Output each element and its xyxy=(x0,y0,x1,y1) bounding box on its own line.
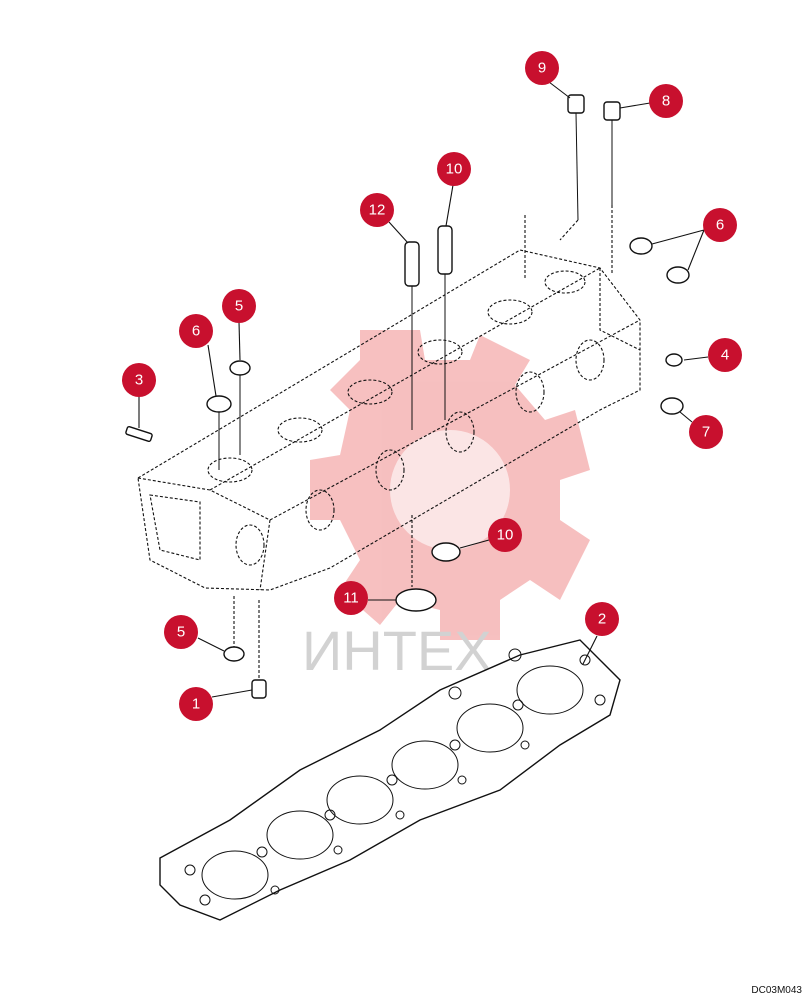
svg-text:6: 6 xyxy=(716,217,724,234)
callout-7: 7 xyxy=(689,415,723,449)
svg-text:1: 1 xyxy=(192,696,200,713)
svg-text:5: 5 xyxy=(235,298,243,315)
seal-11 xyxy=(395,515,437,612)
svg-text:5: 5 xyxy=(177,624,185,641)
stud-3 xyxy=(125,425,153,443)
svg-text:3: 3 xyxy=(135,372,143,389)
bolt-8 xyxy=(603,101,621,275)
dowel-1 xyxy=(251,600,267,699)
callout-9: 9 xyxy=(525,51,559,85)
callout-4: 4 xyxy=(708,338,742,372)
svg-text:10: 10 xyxy=(446,161,463,178)
callout-10-bottom: 10 xyxy=(488,518,522,552)
washer-6-left xyxy=(206,395,232,470)
callout-5-bottom: 5 xyxy=(164,615,198,649)
svg-text:10: 10 xyxy=(497,527,514,544)
pipe-10 xyxy=(437,225,453,420)
seal-10-lower xyxy=(431,542,461,562)
callout-10-top: 10 xyxy=(437,152,471,186)
pipe-12 xyxy=(404,241,420,430)
svg-text:12: 12 xyxy=(369,202,386,219)
cylinder-head xyxy=(137,249,641,591)
drawing-code: DC03M043 xyxy=(751,985,802,996)
head-gasket xyxy=(159,639,621,921)
callout-6-left: 6 xyxy=(179,314,213,348)
callout-5-top: 5 xyxy=(222,289,256,323)
washer-6-right xyxy=(629,237,690,284)
washer-7 xyxy=(660,397,684,415)
svg-text:2: 2 xyxy=(598,611,606,628)
callout-8: 8 xyxy=(649,84,683,118)
watermark-gear-logo xyxy=(310,330,590,640)
callout-2: 2 xyxy=(585,602,619,636)
callout-3: 3 xyxy=(122,363,156,397)
svg-text:9: 9 xyxy=(538,60,546,77)
svg-text:7: 7 xyxy=(702,424,710,441)
washer-5-bottom xyxy=(223,596,245,662)
svg-text:4: 4 xyxy=(721,347,729,364)
callout-1: 1 xyxy=(179,687,213,721)
bolt-9 xyxy=(524,94,585,280)
callout-12: 12 xyxy=(360,193,394,227)
washer-5-top xyxy=(229,360,251,455)
svg-text:11: 11 xyxy=(343,590,359,607)
svg-text:6: 6 xyxy=(192,323,200,340)
watermark-text: ИНТЕХ xyxy=(302,619,492,682)
callout-6-right: 6 xyxy=(703,208,737,242)
callout-11: 11 xyxy=(334,581,368,615)
leader-lines xyxy=(138,81,709,698)
plug-4 xyxy=(665,353,683,367)
svg-text:8: 8 xyxy=(662,93,670,110)
